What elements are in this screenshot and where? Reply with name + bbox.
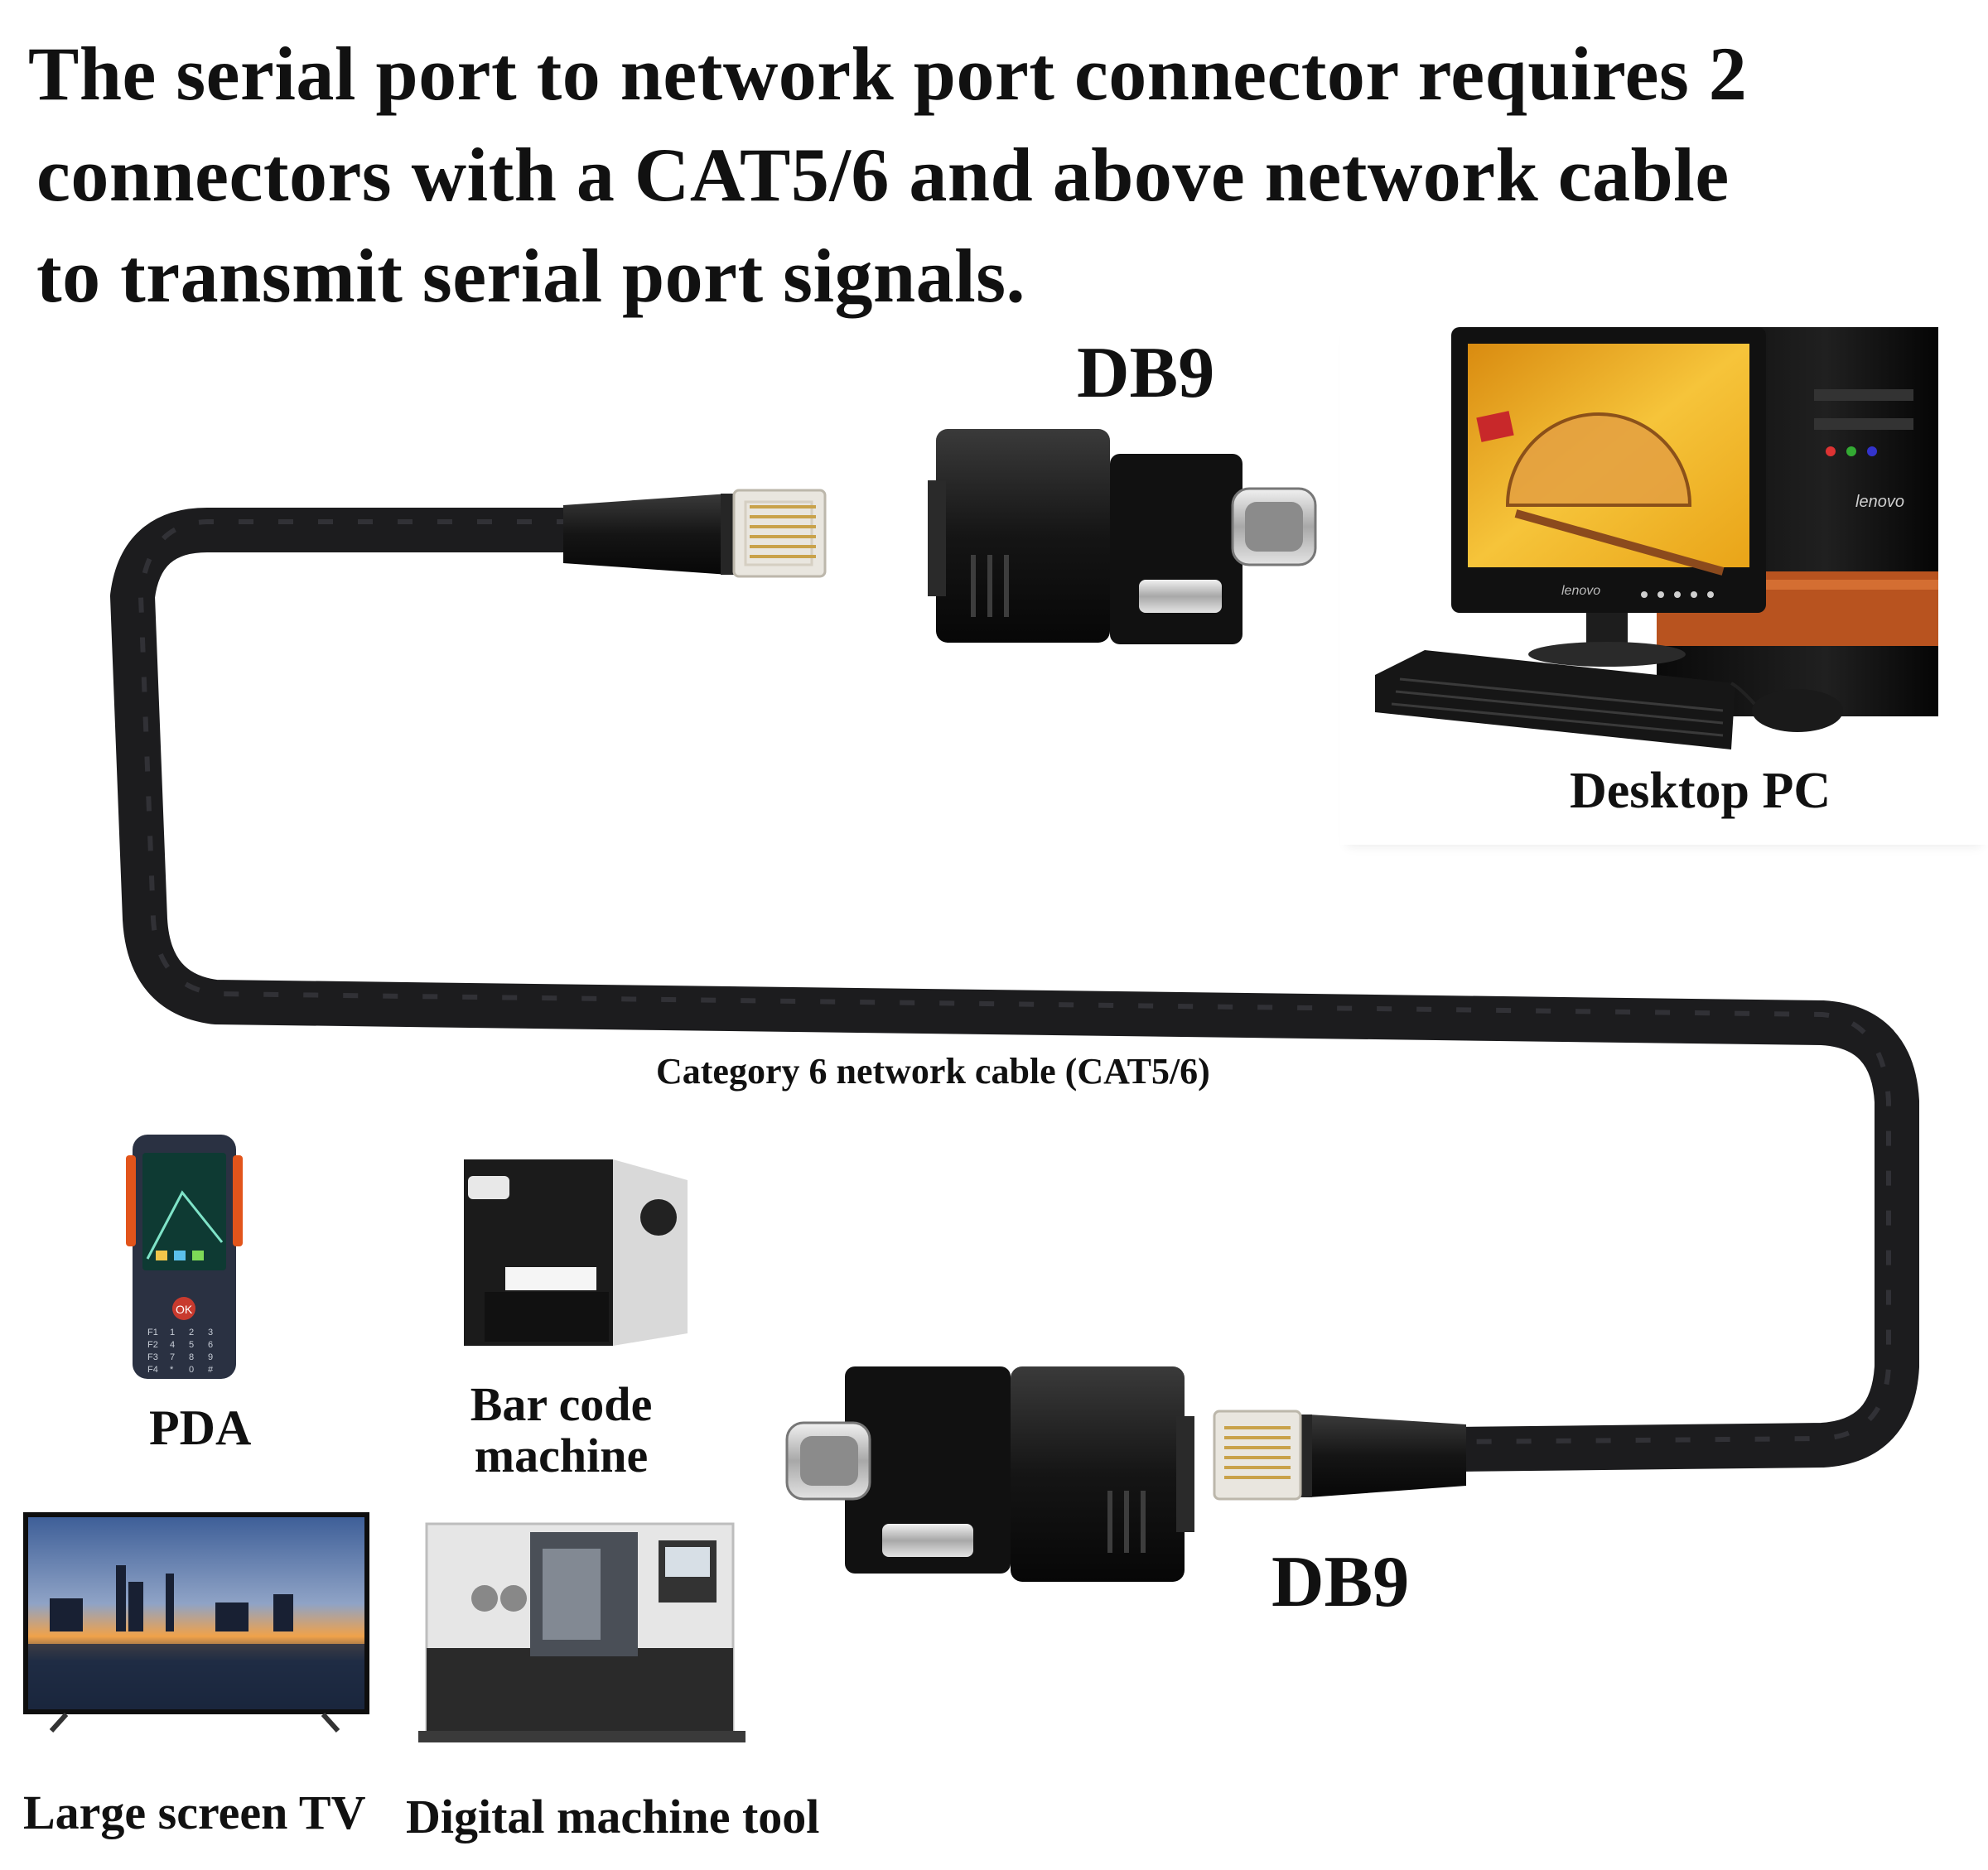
pda-key: 6 — [208, 1340, 213, 1350]
pda-key: 2 — [189, 1328, 194, 1337]
headline: The serial port to network port connecto… — [28, 23, 1958, 326]
pda-key: 0 — [189, 1365, 194, 1375]
pda-ok-key: OK — [176, 1303, 193, 1316]
pc-mouse — [1752, 689, 1843, 732]
db9-adapter-top — [928, 429, 1317, 644]
network-cable — [110, 508, 1919, 1472]
pda-key: 3 — [208, 1328, 213, 1337]
pda-key: 4 — [170, 1340, 175, 1350]
tv-label: Large screen TV — [23, 1786, 366, 1839]
pda-key: F3 — [147, 1352, 158, 1362]
pda-key: # — [208, 1365, 214, 1375]
pda-label: PDA — [149, 1400, 252, 1455]
network-cable-sheen — [138, 519, 1891, 1444]
pda-key: F2 — [147, 1340, 158, 1350]
barcode-label-line-2: machine — [474, 1429, 649, 1482]
pda-key: 5 — [189, 1340, 194, 1350]
machine-tool-label: Digital machine tool — [406, 1790, 820, 1843]
large-screen-tv — [23, 1512, 369, 1733]
pc-keyboard — [1375, 650, 1735, 749]
headline-line-3: to transmit serial port signals. — [36, 234, 1026, 318]
desktop-pc: lenovo lenovo — [1375, 327, 1938, 749]
headline-line-1: The serial port to network port connecto… — [28, 31, 1748, 116]
barcode-printer — [464, 1159, 688, 1346]
pda-key: 1 — [170, 1328, 175, 1337]
machine-tool — [418, 1522, 746, 1742]
db9-top-label: DB9 — [1077, 333, 1215, 413]
pc-brand-text: lenovo — [1855, 493, 1904, 511]
desktop-pc-label: Desktop PC — [1570, 763, 1831, 819]
pda-key: 7 — [170, 1352, 175, 1362]
pda-key: 8 — [189, 1352, 194, 1362]
pda-key: F4 — [147, 1365, 158, 1375]
pda-key: F1 — [147, 1328, 158, 1337]
db9-bottom-label: DB9 — [1271, 1542, 1410, 1622]
pda-key: 9 — [208, 1352, 213, 1362]
cable-label: Category 6 network cable (CAT5/6) — [656, 1051, 1210, 1092]
rj45-plug-bottom — [1213, 1410, 1466, 1501]
db9-adapter-bottom — [785, 1366, 1194, 1582]
barcode-label-line-1: Bar code — [470, 1377, 653, 1431]
rj45-plug-top — [563, 489, 827, 578]
headline-line-2: connectors with a CAT5/6 and above netwo… — [36, 133, 1730, 217]
pda-key: * — [170, 1365, 174, 1375]
barcode-machine-label: Bar code machine — [464, 1379, 659, 1482]
monitor-brand-text: lenovo — [1561, 584, 1600, 598]
pda-device: OK F1 1 2 3 F2 4 5 6 F3 7 8 9 F4 * 0 # — [126, 1135, 243, 1379]
